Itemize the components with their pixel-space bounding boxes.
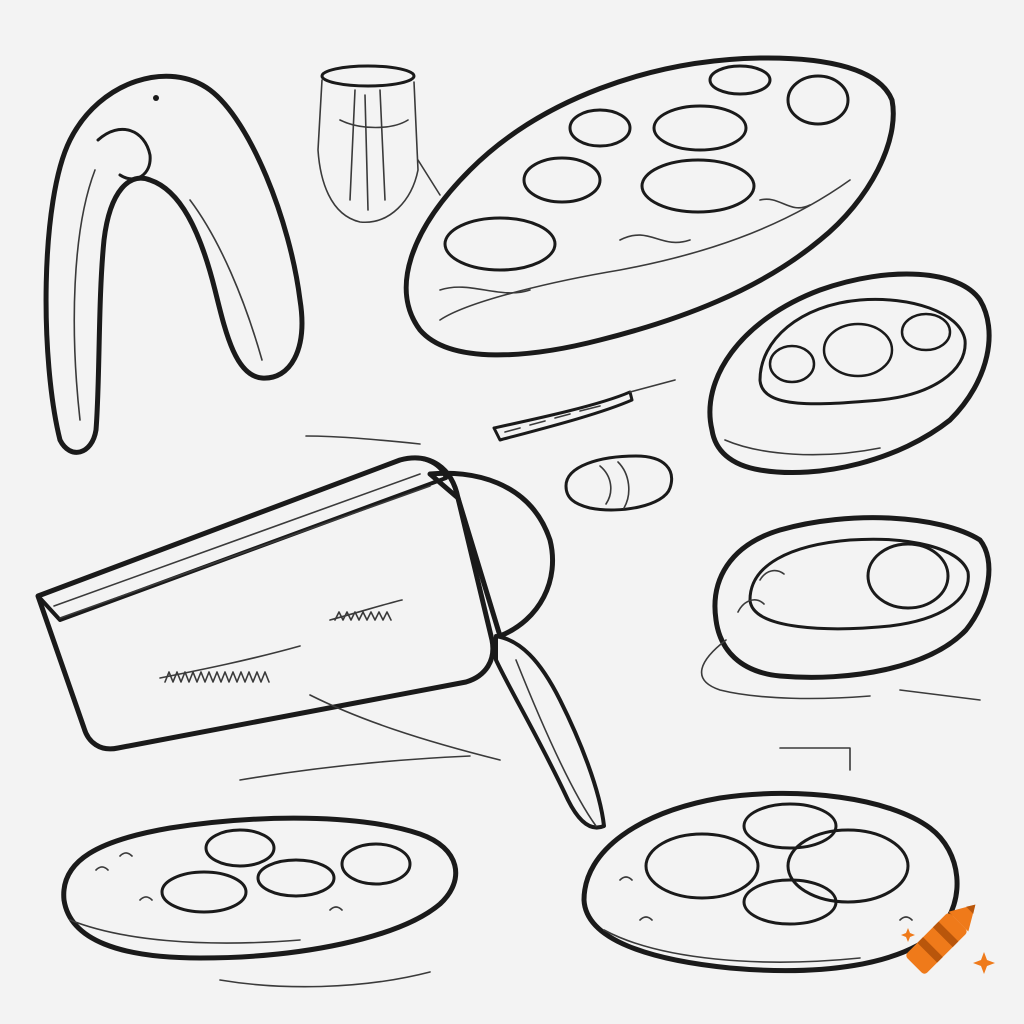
oval-dish-right bbox=[707, 271, 992, 475]
pizza-bottom-right bbox=[581, 747, 960, 974]
small-clip bbox=[564, 454, 673, 512]
pizza-bottom-left bbox=[61, 815, 459, 988]
small-jar-sketch bbox=[317, 64, 441, 223]
curved-handle bbox=[43, 73, 305, 455]
pizza-box-slicer bbox=[35, 435, 606, 830]
pan-dish-right bbox=[700, 515, 992, 701]
sparkle-icon-small bbox=[901, 928, 915, 942]
slicer-blade bbox=[492, 379, 676, 442]
oval-pizza-top bbox=[403, 55, 896, 358]
crayon-logo-icon bbox=[906, 904, 976, 974]
sparkle-icon bbox=[973, 952, 995, 974]
